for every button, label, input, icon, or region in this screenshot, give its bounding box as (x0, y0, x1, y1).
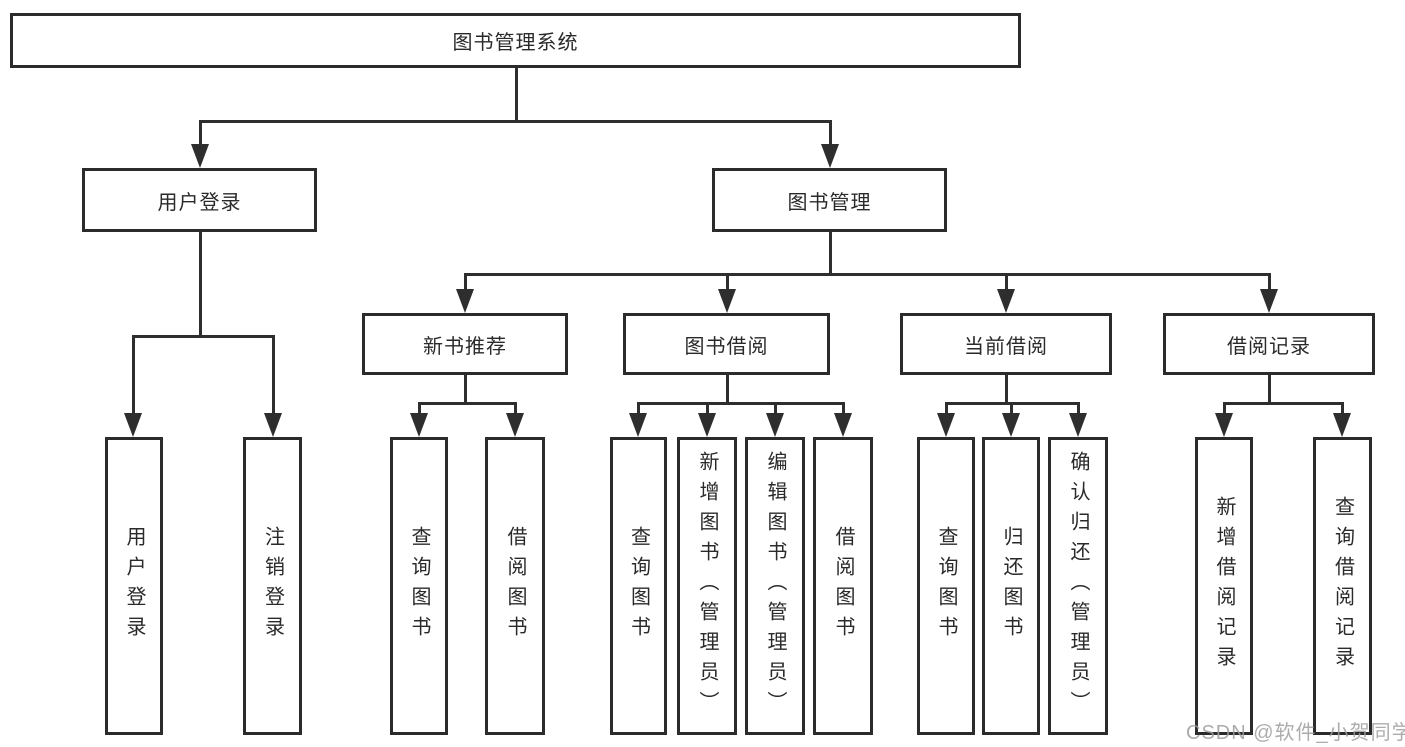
node-borrow-records: 借阅记录 (1163, 313, 1375, 375)
connector-vline (829, 232, 832, 273)
connector-vline (1077, 402, 1080, 415)
connector-vline (515, 68, 518, 120)
connector-vline (199, 120, 202, 146)
arrowhead-down-icon (997, 289, 1015, 313)
arrowhead-down-icon (629, 413, 647, 437)
node-leaf-borrow-edit-admin: 编辑图书（管理员） (745, 437, 805, 735)
connector-hline (1223, 402, 1343, 405)
connector-hline (132, 335, 274, 338)
arrowhead-down-icon (834, 413, 852, 437)
arrowhead-down-icon (821, 144, 839, 168)
connector-vline (1005, 375, 1008, 402)
node-leaf-borrow-add-admin: 新增图书（管理员） (677, 437, 737, 735)
connector-vline (842, 402, 845, 415)
arrowhead-down-icon (191, 144, 209, 168)
connector-vline (637, 402, 640, 415)
connector-vline (272, 335, 275, 415)
node-leaf-records-query: 查询借阅记录 (1313, 437, 1372, 735)
arrowhead-down-icon (1333, 413, 1351, 437)
connector-vline (1268, 375, 1271, 402)
connector-vline (1223, 402, 1226, 415)
node-leaf-records-add: 新增借阅记录 (1195, 437, 1253, 735)
connector-vline (726, 375, 729, 402)
node-leaf-logout: 注销登录 (243, 437, 302, 735)
connector-vline (1010, 402, 1013, 415)
node-book-management: 图书管理 (712, 168, 947, 232)
csdn-watermark: CSDN @软件_小贺同学 (1186, 722, 1405, 744)
node-leaf-borrow-query: 查询图书 (610, 437, 667, 735)
arrowhead-down-icon (1215, 413, 1233, 437)
connector-vline (132, 335, 135, 415)
node-leaf-user-login: 用户登录 (105, 437, 163, 735)
connector-hline (464, 273, 1270, 276)
node-leaf-newbook-query: 查询图书 (390, 437, 448, 735)
node-root: 图书管理系统 (10, 13, 1021, 68)
connector-hline (199, 120, 831, 123)
node-leaf-current-confirm-admin: 确认归还（管理员） (1048, 437, 1108, 735)
connector-hline (418, 402, 516, 405)
node-new-book-recommend: 新书推荐 (362, 313, 568, 375)
node-current-borrow: 当前借阅 (900, 313, 1112, 375)
arrowhead-down-icon (718, 289, 736, 313)
connector-vline (945, 402, 948, 415)
connector-vline (774, 402, 777, 415)
node-user-login: 用户登录 (82, 168, 317, 232)
arrowhead-down-icon (124, 413, 142, 437)
connector-vline (464, 273, 467, 291)
connector-vline (464, 375, 467, 402)
node-leaf-borrow-borrow: 借阅图书 (813, 437, 873, 735)
arrowhead-down-icon (410, 413, 428, 437)
connector-vline (706, 402, 709, 415)
node-leaf-current-query: 查询图书 (917, 437, 975, 735)
arrowhead-down-icon (456, 289, 474, 313)
connector-vline (1005, 273, 1008, 291)
connector-vline (726, 273, 729, 291)
connector-hline (637, 402, 844, 405)
node-leaf-current-return: 归还图书 (982, 437, 1040, 735)
arrowhead-down-icon (766, 413, 784, 437)
connector-vline (829, 120, 832, 146)
connector-vline (514, 402, 517, 415)
arrowhead-down-icon (698, 413, 716, 437)
connector-vline (1268, 273, 1271, 291)
connector-vline (1341, 402, 1344, 415)
arrowhead-down-icon (1002, 413, 1020, 437)
connector-vline (199, 232, 202, 335)
arrowhead-down-icon (1069, 413, 1087, 437)
node-book-borrow: 图书借阅 (623, 313, 830, 375)
arrowhead-down-icon (506, 413, 524, 437)
arrowhead-down-icon (264, 413, 282, 437)
node-leaf-newbook-borrow: 借阅图书 (485, 437, 545, 735)
connector-vline (418, 402, 421, 415)
arrowhead-down-icon (1260, 289, 1278, 313)
arrowhead-down-icon (937, 413, 955, 437)
